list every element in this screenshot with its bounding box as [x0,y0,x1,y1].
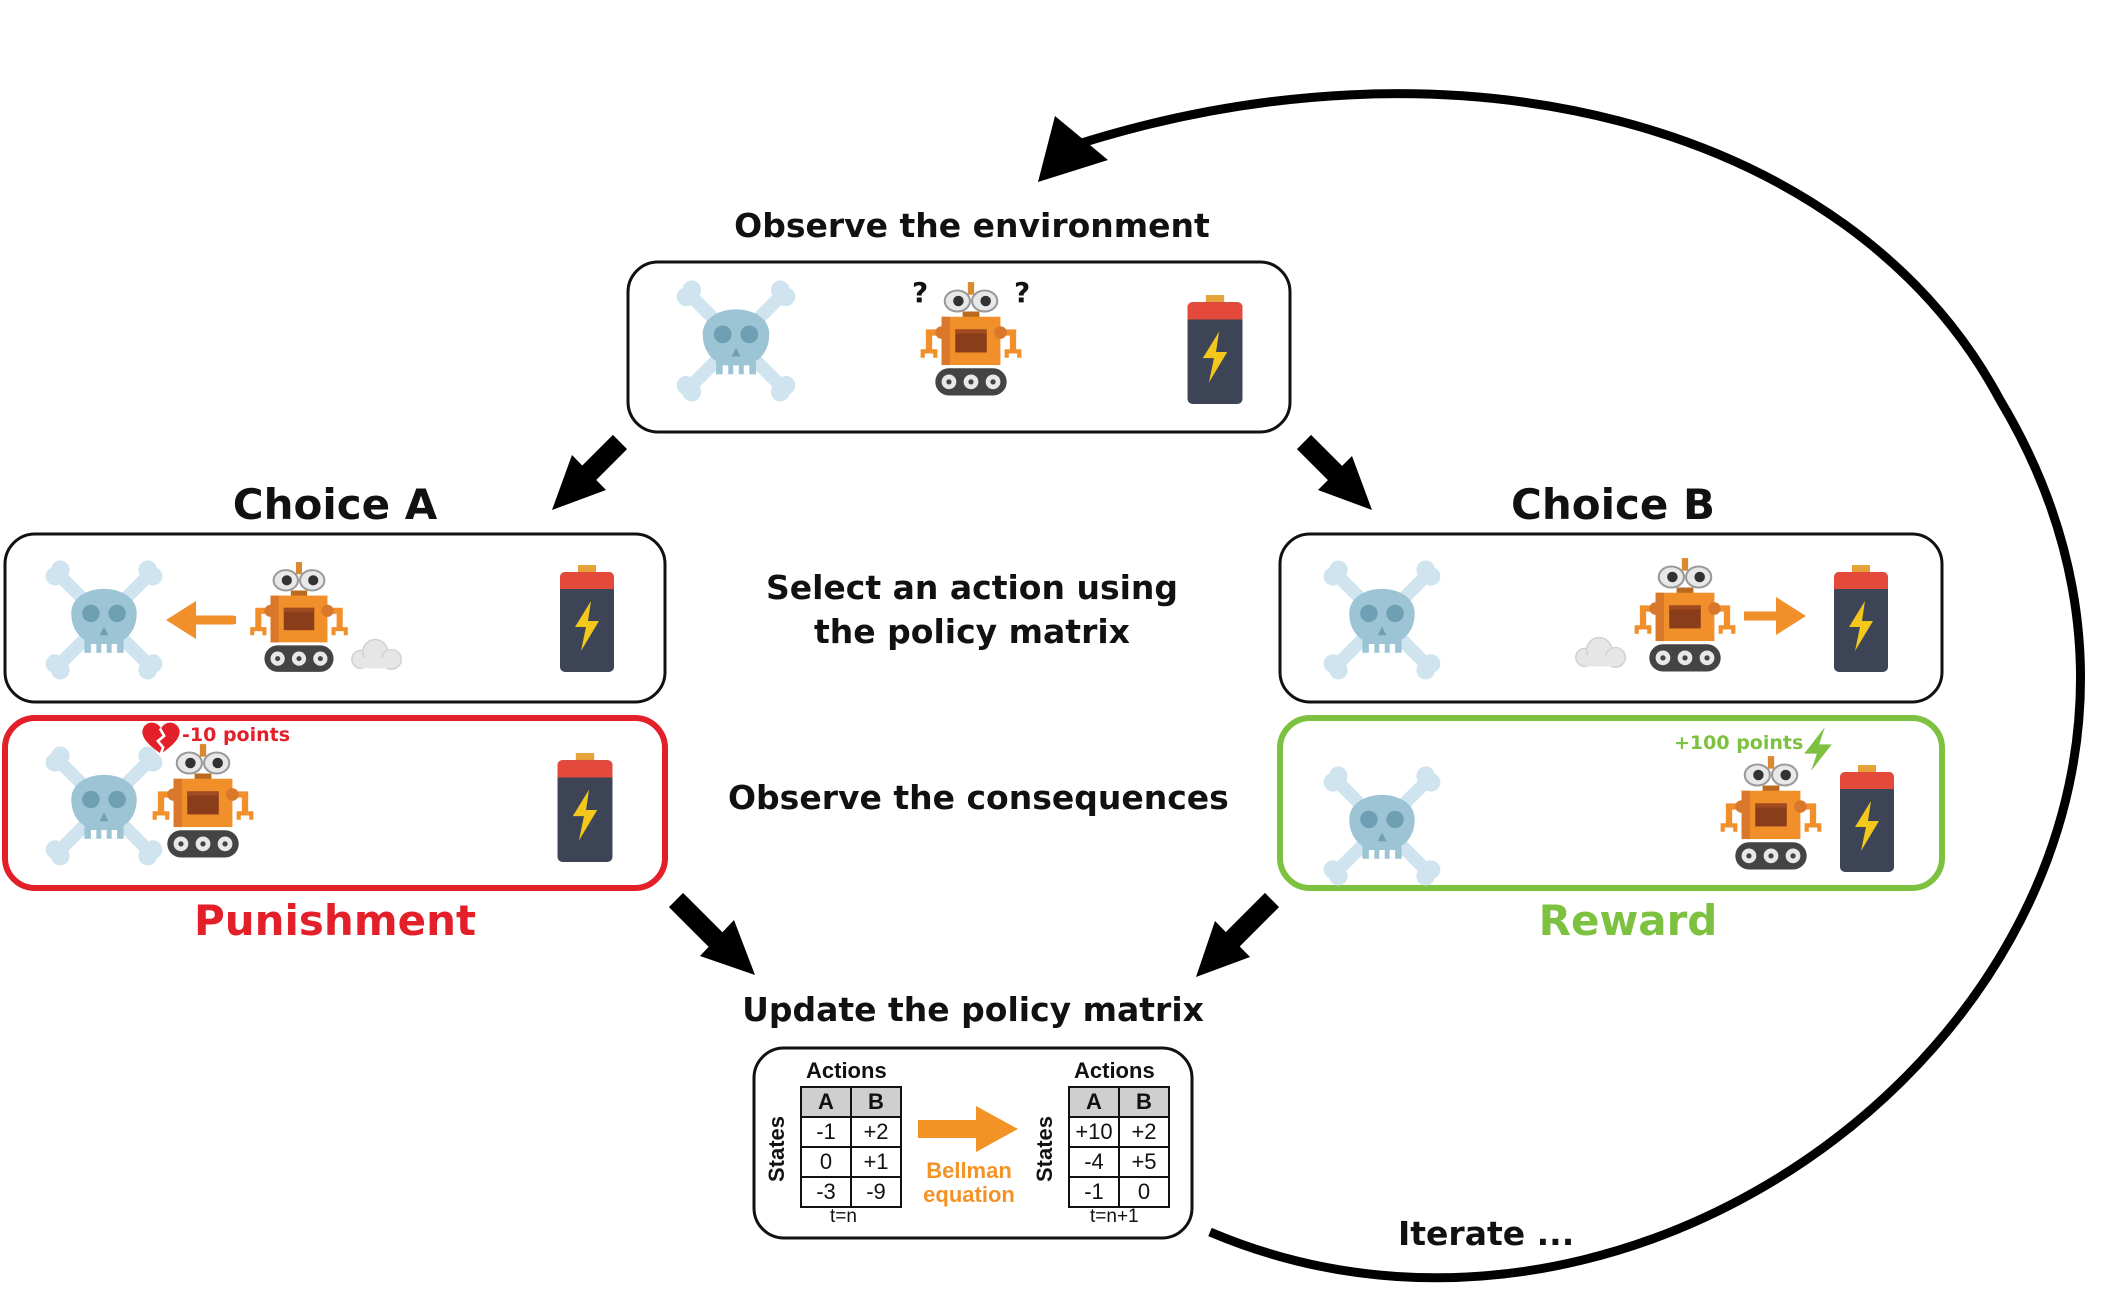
bellman-label-1: Bellman [926,1158,1012,1183]
choice-b-heading: Choice B [1511,480,1715,529]
header-a: A [1068,1086,1120,1118]
battery-icon [1840,765,1894,872]
cell: +2 [850,1116,902,1148]
punishment-label: Punishment [193,896,477,945]
plus-points-label: +100 points [1674,732,1804,754]
cell: +10 [1068,1116,1120,1148]
battery-icon [560,565,614,672]
states-axis-label: States [764,1115,790,1183]
select-action-line-2: the policy matrix [814,612,1130,651]
cell: -9 [850,1176,902,1208]
policy-matrix-before: Actions States A B -1 +2 0 +1 -3 -9 t=n [760,1054,910,1234]
arrow-punishment-to-update [668,892,755,975]
matrix-table: A B +10 +2 -4 +5 -1 0 [1068,1086,1170,1208]
header-b: B [1118,1086,1170,1118]
arrow-to-choice-b [1296,434,1372,510]
minus-points-label: -10 points [182,724,291,746]
cell: -1 [1068,1176,1120,1208]
battery-icon [1834,565,1888,672]
question-mark-right: ? [1014,276,1031,309]
move-left-arrow [166,601,196,639]
iterate-arc [1058,89,2085,1283]
policy-matrix-after: Actions States A B +10 +2 -4 +5 -1 0 t=n… [1028,1054,1188,1234]
arrow-to-choice-a [552,434,628,510]
actions-axis-label: Actions [806,1058,887,1083]
select-action-line-1: Select an action using [765,568,1179,607]
cell: 0 [800,1146,852,1178]
cell: -1 [800,1116,852,1148]
choice-b-action-panel [1278,532,1944,704]
arrow-reward-to-update [1196,892,1280,977]
iterate-arc-arrowhead [1038,116,1108,182]
cell: +1 [850,1146,902,1178]
choice-a-heading: Choice A [232,480,438,529]
header-a: A [800,1086,852,1118]
choice-a-action-panel [3,532,667,704]
time-label: t=n+1 [1090,1206,1139,1227]
header-b: B [850,1086,902,1118]
cell: 0 [1118,1176,1170,1208]
cell: -3 [800,1176,852,1208]
actions-axis-label: Actions [1074,1058,1155,1083]
battery-icon [1187,295,1243,404]
observe-consequences-label: Observe the consequences [728,778,1229,817]
question-mark-left: ? [912,276,929,309]
matrix-table: A B -1 +2 0 +1 -3 -9 [800,1086,902,1208]
bellman-arrow [976,1106,1018,1152]
cell: -4 [1068,1146,1120,1178]
states-axis-label: States [1032,1115,1058,1183]
battery-icon [557,753,613,862]
update-policy-heading: Update the policy matrix [742,990,1204,1029]
move-right-arrow [1776,597,1806,635]
cell: +5 [1118,1146,1170,1178]
observe-env-heading: Observe the environment [734,206,1210,245]
iterate-label: Iterate ... [1398,1214,1575,1253]
bellman-label-2: equation [923,1182,1015,1207]
cell: +2 [1118,1116,1170,1148]
reward-label: Reward [1538,896,1718,945]
time-label: t=n [830,1206,857,1227]
